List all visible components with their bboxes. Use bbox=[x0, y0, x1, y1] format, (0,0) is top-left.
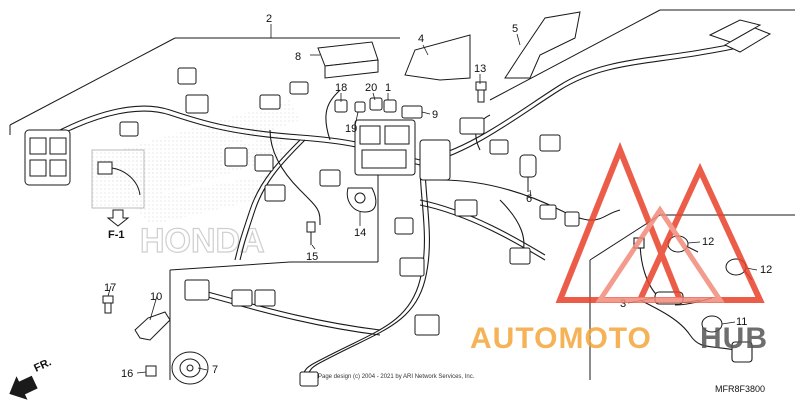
callout-19: 19 bbox=[345, 123, 357, 135]
callout-11: 11 bbox=[736, 316, 747, 328]
part-14-screw bbox=[306, 221, 316, 245]
callout-9: 9 bbox=[432, 109, 438, 121]
part-4-cover bbox=[404, 34, 471, 81]
callout-20: 20 bbox=[365, 82, 377, 94]
copyright-notice: Page design (c) 2004 - 2021 by ARI Netwo… bbox=[318, 374, 475, 380]
part-10-bracket bbox=[134, 311, 171, 341]
parts-small-grommets bbox=[334, 97, 423, 119]
automotohub-logo bbox=[555, 141, 765, 303]
front-arrow-icon: FR. bbox=[9, 356, 53, 400]
left-connector-cluster bbox=[24, 67, 209, 186]
callout-16: 16 bbox=[121, 368, 133, 380]
callout-1: 1 bbox=[385, 82, 391, 94]
callout-17: 17 bbox=[104, 282, 116, 294]
callout-12-a: 12 bbox=[702, 236, 714, 248]
callout-18: 18 bbox=[335, 82, 347, 94]
callout-7: 7 bbox=[212, 364, 218, 376]
top-right-connector bbox=[708, 19, 772, 53]
view-indicator: F-1 bbox=[91, 149, 145, 241]
part-17-bolt bbox=[102, 295, 114, 314]
watermark-right: HUB bbox=[700, 322, 768, 355]
automotohub-wordmark: AUTOMOTO HUB bbox=[470, 322, 768, 355]
part-5-bracket bbox=[504, 11, 581, 79]
part-7-horn bbox=[171, 351, 209, 385]
callout-12-b: 12 bbox=[760, 264, 772, 276]
part-code: MFR8F3800 bbox=[715, 384, 765, 394]
part-15-bolt bbox=[475, 81, 487, 103]
part-16-nut bbox=[145, 365, 157, 377]
watermark-left: AUTOMOTO bbox=[470, 322, 652, 355]
fuse-relay-block bbox=[354, 119, 451, 181]
harness-connectors bbox=[184, 81, 580, 387]
view-label: F-1 bbox=[108, 229, 125, 241]
part-13-clamp bbox=[346, 187, 377, 213]
callout-15: 13 bbox=[474, 63, 486, 75]
callout-13: 14 bbox=[354, 227, 366, 239]
callout-14: 15 bbox=[306, 251, 318, 263]
callout-5: 5 bbox=[512, 23, 518, 35]
callout-4: 4 bbox=[418, 33, 424, 45]
callout-3: 3 bbox=[620, 298, 626, 310]
part-6-sensor bbox=[519, 154, 537, 192]
callout-2: 2 bbox=[266, 13, 272, 25]
front-label: FR. bbox=[32, 356, 53, 374]
callout-labels: 2 8 4 5 13 18 20 1 19 9 6 14 15 10 17 7 … bbox=[104, 13, 772, 380]
callout-6: 6 bbox=[526, 193, 532, 205]
honda-watermark: HONDA bbox=[140, 222, 265, 260]
callout-leaders bbox=[107, 24, 758, 374]
part-8-module bbox=[317, 41, 379, 79]
callout-10: 10 bbox=[150, 291, 162, 303]
callout-8: 8 bbox=[295, 51, 301, 63]
